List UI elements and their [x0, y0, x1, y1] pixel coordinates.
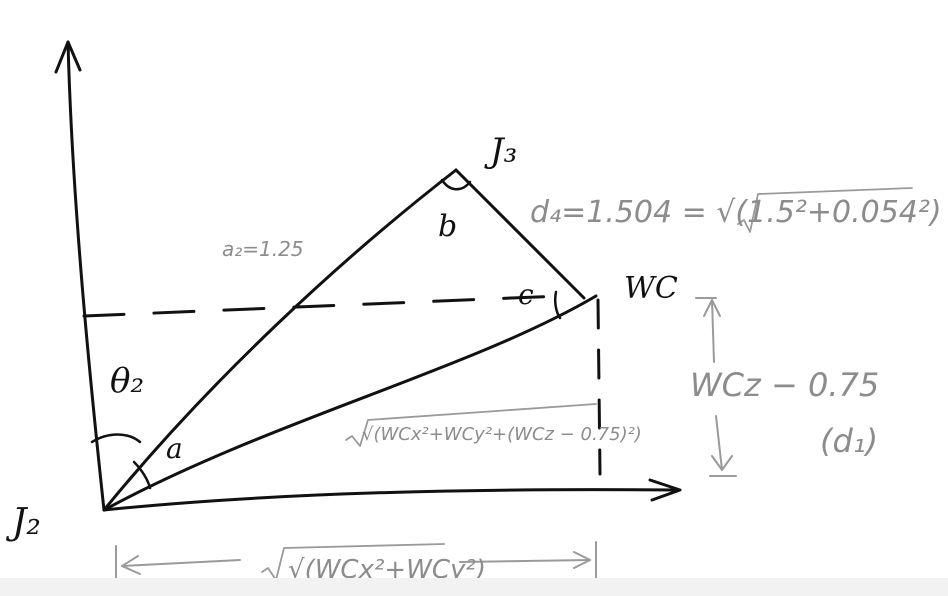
label-wc: WC [624, 271, 678, 306]
diagonal-line [102, 294, 598, 512]
theta-arc [90, 433, 142, 444]
vertical-axis-arrow-icon [54, 40, 82, 74]
label-vertical-offset: WCz − 0.75 [690, 366, 879, 404]
wc-drop-dashed-line [596, 298, 602, 476]
link-a2-line [102, 168, 458, 512]
bottom-left-arrow-line [121, 559, 241, 567]
angle-c-arc [553, 290, 562, 320]
label-angle-a: a [166, 432, 183, 465]
horizontal-axis-arrow-icon [648, 478, 682, 502]
label-theta2: θ₂ [110, 361, 144, 401]
bottom-left-arrow-icon [121, 555, 141, 575]
bottom-right-arrow-line [459, 559, 591, 563]
bottom-strip [0, 578, 948, 596]
d1-down-arrow-line [715, 415, 723, 471]
label-d4-equation: d₄=1.504 = √(1.5²+0.054²) [530, 195, 942, 230]
angle-b-arc [440, 178, 472, 191]
link-d4-line [454, 168, 586, 300]
label-j3: J₃ [484, 131, 517, 171]
bottom-right-arrow-icon [573, 551, 591, 569]
d1-down-arrow-icon [711, 455, 733, 471]
label-angle-b: b [438, 209, 457, 244]
angle-a-arc [132, 460, 152, 490]
d1-up-arrow-line [711, 299, 715, 363]
label-angle-c: c [518, 278, 534, 311]
d1-up-arrow-icon [703, 299, 721, 317]
wc-height-dashed-line [82, 294, 562, 318]
horizontal-axis-line [102, 488, 678, 512]
label-diagonal-length: √(WCx²+WCy²+(WCz − 0.75)²) [362, 424, 642, 445]
vertical-axis-line [66, 40, 106, 512]
label-j2: J₂ [5, 502, 41, 543]
label-d1: (d₁) [820, 422, 878, 460]
d4-radical-icon [737, 187, 913, 233]
label-a2-length: a₂=1.25 [222, 237, 304, 261]
diagonal-radical-icon [345, 403, 597, 447]
